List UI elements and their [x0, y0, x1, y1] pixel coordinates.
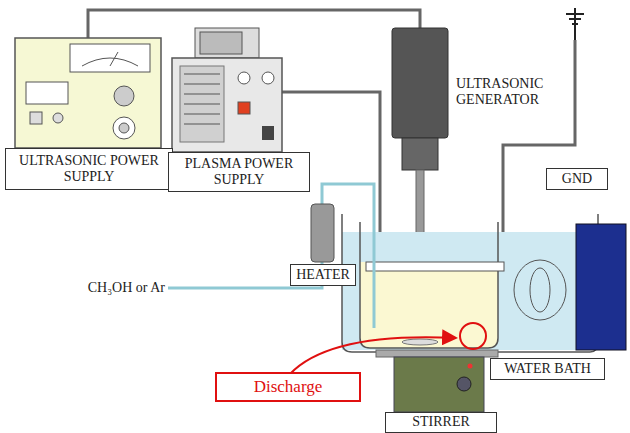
generator-label: ULTRASONIC GENERATOR — [456, 76, 566, 108]
label-text: HEATER — [296, 267, 350, 283]
power-supply-label: ULTRASONIC POWER SUPPLY — [5, 148, 173, 190]
label-text: GND — [562, 171, 592, 187]
label-text: STIRRER — [412, 414, 470, 430]
discharge-label: Discharge — [215, 372, 361, 402]
heater-label: HEATER — [290, 264, 356, 286]
label-text: PLASMA POWER SUPPLY — [169, 156, 309, 188]
ground-label: GND — [546, 168, 608, 190]
stirrer-label: STIRRER — [385, 412, 497, 433]
water-bath-label: WATER BATH — [490, 358, 605, 380]
gas-label: CH₃OH or Ar — [40, 280, 168, 296]
power-supply-label: PLASMA POWER SUPPLY — [168, 152, 310, 192]
label-text: Discharge — [254, 377, 323, 397]
label-text: ULTRASONIC POWER SUPPLY — [6, 153, 172, 185]
label-text: WATER BATH — [504, 361, 591, 377]
